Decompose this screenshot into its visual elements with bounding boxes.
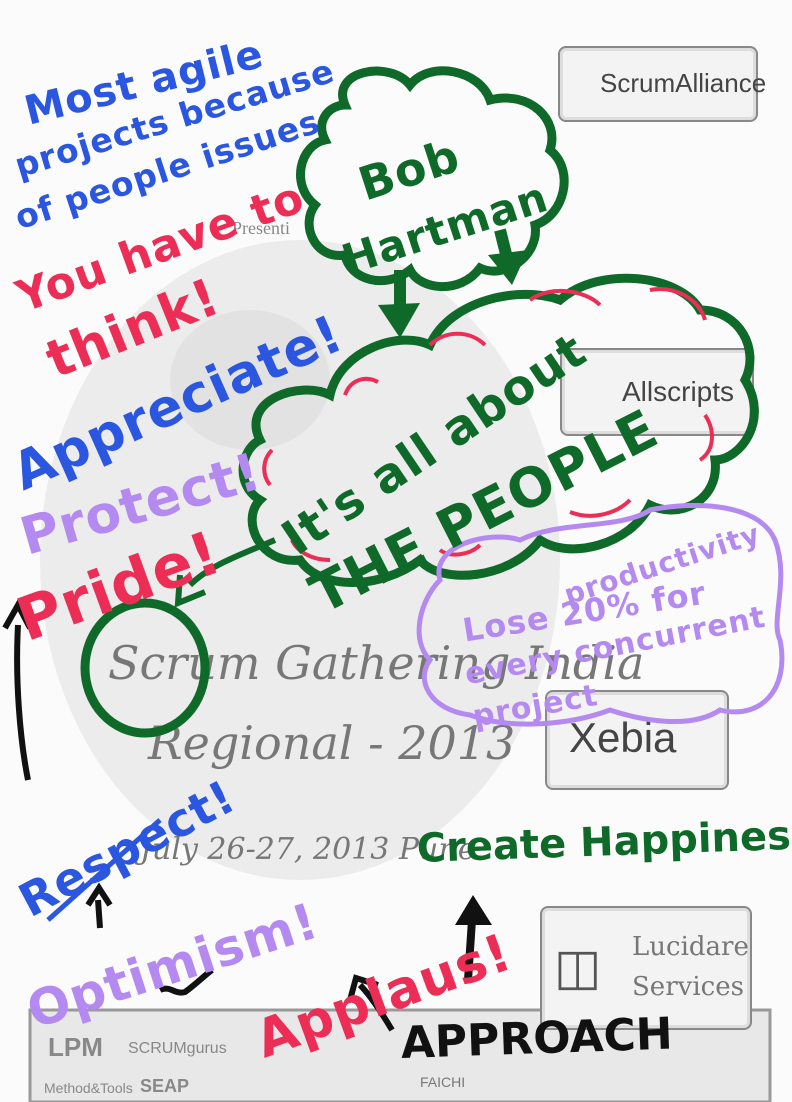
scrum-alliance-logo: ScrumAlliance [558, 46, 766, 122]
scrum-circle [80, 598, 210, 738]
presenter-fragment: Presenti [232, 218, 290, 238]
event-date: July 26-27, 2013 Pune [140, 832, 476, 867]
note-approach: APPROACH [400, 1008, 674, 1069]
lucidare-icon: ◫ [554, 939, 602, 995]
lucidare-logo: ◫ Lucidare Services [540, 906, 752, 1030]
event-subtitle: Regional - 2013 [148, 716, 516, 770]
allscripts-logo: Allscripts [560, 348, 754, 436]
productivity-cloud [416, 502, 785, 727]
xebia-logo: Xebia [545, 690, 729, 790]
